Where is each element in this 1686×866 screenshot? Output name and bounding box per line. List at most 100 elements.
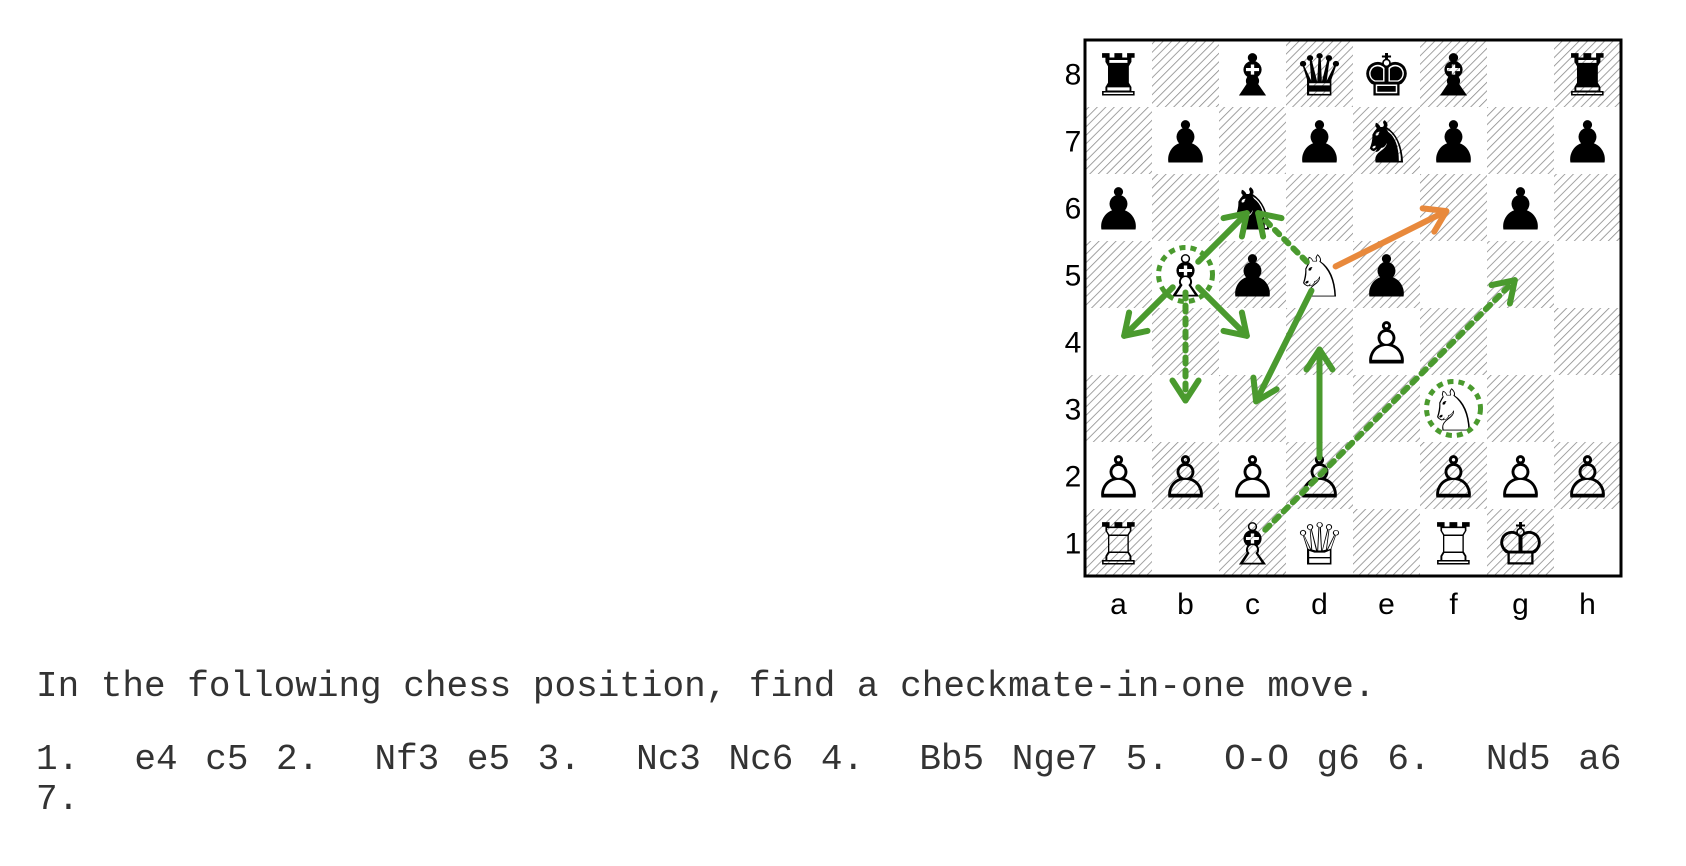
square-e8 bbox=[1353, 40, 1420, 107]
square-f1 bbox=[1420, 509, 1487, 576]
square-h8 bbox=[1554, 40, 1621, 107]
square-h7 bbox=[1554, 107, 1621, 174]
highlight-circle-f3 bbox=[1424, 379, 1483, 438]
rank-label-6: 6 bbox=[1065, 193, 1082, 226]
chess-board: ♜♝♛♚♝♜♟♟♞♟♟♟♞♟♗♟♘♟♙♘♙♙♙♙♙♙♙♖♗♕♖♔ 8765432… bbox=[1065, 38, 1623, 621]
black-knight-e7: ♞ bbox=[1361, 109, 1413, 177]
white-pawn-a2: ♙ bbox=[1093, 444, 1145, 512]
rank-label-4: 4 bbox=[1065, 327, 1082, 360]
square-c5 bbox=[1219, 241, 1286, 308]
square-b1 bbox=[1152, 509, 1219, 576]
square-d1 bbox=[1286, 509, 1353, 576]
move-list: 1. e4 c5 2. Nf3 e5 3. Nc3 Nc6 4. Bb5 Nge… bbox=[36, 739, 1650, 820]
black-knight-c6: ♞ bbox=[1227, 176, 1279, 244]
square-d7 bbox=[1286, 107, 1353, 174]
square-a6 bbox=[1085, 174, 1152, 241]
black-pawn-b7: ♟ bbox=[1160, 109, 1212, 177]
white-rook-f1: ♖ bbox=[1428, 511, 1480, 579]
arrow-d2-d4 bbox=[1303, 346, 1336, 461]
file-label-d: d bbox=[1311, 588, 1328, 621]
square-d8 bbox=[1286, 40, 1353, 107]
white-pawn-b2: ♙ bbox=[1160, 444, 1212, 512]
arrow-d5-c3 bbox=[1250, 287, 1315, 405]
black-pawn-h7: ♟ bbox=[1562, 109, 1614, 177]
rank-label-2: 2 bbox=[1065, 461, 1082, 494]
black-pawn-a6: ♟ bbox=[1093, 176, 1145, 244]
square-f5 bbox=[1420, 241, 1487, 308]
square-g2 bbox=[1487, 442, 1554, 509]
square-a8 bbox=[1085, 40, 1152, 107]
square-a3 bbox=[1085, 375, 1152, 442]
square-a7 bbox=[1085, 107, 1152, 174]
white-queen-d1: ♕ bbox=[1294, 511, 1346, 579]
arrow-d5-c6 bbox=[1255, 210, 1310, 265]
arrow-d5-f6 bbox=[1332, 205, 1450, 270]
square-g1 bbox=[1487, 509, 1554, 576]
white-rook-a1: ♖ bbox=[1093, 511, 1145, 579]
black-bishop-f8: ♝ bbox=[1428, 42, 1480, 110]
white-pawn-e4: ♙ bbox=[1361, 310, 1413, 378]
rank-label-1: 1 bbox=[1065, 528, 1082, 561]
white-pawn-h2: ♙ bbox=[1562, 444, 1614, 512]
white-bishop-c1: ♗ bbox=[1227, 511, 1279, 579]
square-h3 bbox=[1554, 375, 1621, 442]
square-b7 bbox=[1152, 107, 1219, 174]
square-g8 bbox=[1487, 40, 1554, 107]
white-pawn-c2: ♙ bbox=[1227, 444, 1279, 512]
highlight-circle-b5 bbox=[1156, 245, 1215, 304]
square-b2 bbox=[1152, 442, 1219, 509]
white-pawn-f2: ♙ bbox=[1428, 444, 1480, 512]
square-d6 bbox=[1286, 174, 1353, 241]
square-h1 bbox=[1554, 509, 1621, 576]
square-h6 bbox=[1554, 174, 1621, 241]
square-e2 bbox=[1353, 442, 1420, 509]
square-b8 bbox=[1152, 40, 1219, 107]
file-label-g: g bbox=[1512, 588, 1529, 621]
square-f2 bbox=[1420, 442, 1487, 509]
square-a5 bbox=[1085, 241, 1152, 308]
black-pawn-e5: ♟ bbox=[1361, 243, 1413, 311]
square-g6 bbox=[1487, 174, 1554, 241]
white-pawn-g2: ♙ bbox=[1495, 444, 1547, 512]
square-a2 bbox=[1085, 442, 1152, 509]
file-label-c: c bbox=[1245, 588, 1260, 621]
square-c7 bbox=[1219, 107, 1286, 174]
square-e1 bbox=[1353, 509, 1420, 576]
rank-label-8: 8 bbox=[1065, 59, 1082, 92]
file-label-f: f bbox=[1449, 588, 1458, 621]
arrow-b5-c4 bbox=[1195, 284, 1250, 339]
black-pawn-g6: ♟ bbox=[1495, 176, 1547, 244]
arrow-b5-c6 bbox=[1195, 210, 1250, 265]
black-king-e8: ♚ bbox=[1361, 42, 1413, 110]
square-f8 bbox=[1420, 40, 1487, 107]
arrow-c1-g5 bbox=[1262, 277, 1518, 533]
white-king-g1: ♔ bbox=[1495, 511, 1547, 579]
square-c2 bbox=[1219, 442, 1286, 509]
square-h5 bbox=[1554, 241, 1621, 308]
file-label-b: b bbox=[1177, 588, 1194, 621]
square-c8 bbox=[1219, 40, 1286, 107]
black-rook-a8: ♜ bbox=[1093, 42, 1145, 110]
square-f7 bbox=[1420, 107, 1487, 174]
square-g4 bbox=[1487, 308, 1554, 375]
square-h4 bbox=[1554, 308, 1621, 375]
white-knight-d5: ♘ bbox=[1294, 243, 1346, 311]
arrow-b5-a4 bbox=[1121, 284, 1176, 339]
arrow-b5-b3 bbox=[1169, 289, 1202, 404]
square-e7 bbox=[1353, 107, 1420, 174]
file-label-e: e bbox=[1378, 588, 1395, 621]
square-e4 bbox=[1353, 308, 1420, 375]
file-label-a: a bbox=[1110, 588, 1127, 621]
file-label-h: h bbox=[1579, 588, 1596, 621]
square-b6 bbox=[1152, 174, 1219, 241]
black-pawn-c5: ♟ bbox=[1227, 243, 1279, 311]
square-h2 bbox=[1554, 442, 1621, 509]
square-g7 bbox=[1487, 107, 1554, 174]
black-pawn-f7: ♟ bbox=[1428, 109, 1480, 177]
black-queen-d8: ♛ bbox=[1294, 42, 1346, 110]
square-a1 bbox=[1085, 509, 1152, 576]
rank-label-3: 3 bbox=[1065, 394, 1082, 427]
board-border bbox=[1083, 38, 1623, 578]
black-bishop-c8: ♝ bbox=[1227, 42, 1279, 110]
